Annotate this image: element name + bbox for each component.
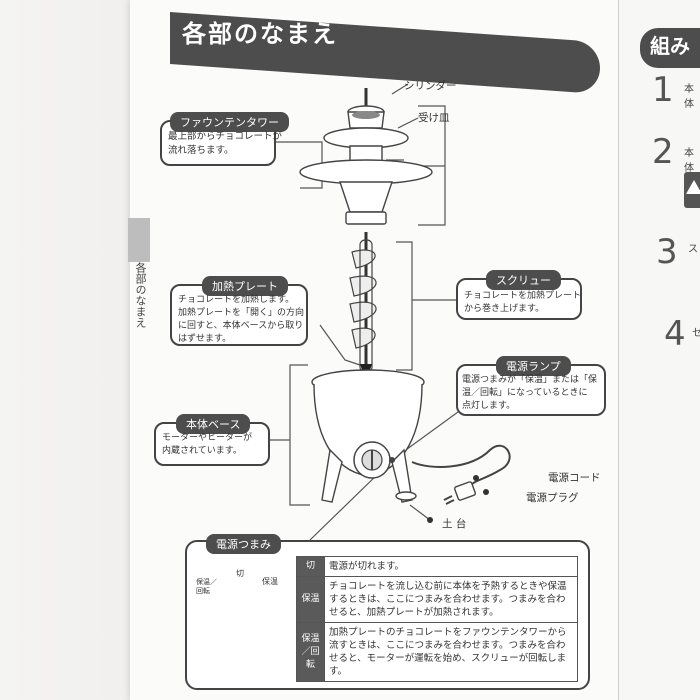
side-tab-marker: [128, 218, 150, 262]
tower-base: [345, 211, 387, 225]
leg-right: [391, 448, 413, 503]
knob-mark-warm-rotate: 保温／回転: [196, 578, 217, 595]
step-number: 4: [664, 314, 686, 354]
dot-marker: [473, 475, 479, 481]
table-row: 保温 チョコレートを流し込む前に本体を予熱するときや保温するときは、ここにつまみ…: [296, 576, 578, 623]
label-stand: 土 台: [442, 518, 467, 530]
leader-line: [396, 241, 413, 371]
leader-line: [319, 324, 361, 366]
table-desc: チョコレートを流し込む前に本体を予熱するときや保温するときは、ここにつまみを合わ…: [324, 576, 578, 623]
table-key: 保温／回転: [296, 622, 325, 682]
leader-line: [309, 471, 381, 541]
table-desc: 電源が切れます。: [324, 556, 578, 577]
dot-marker: [427, 517, 433, 523]
dot-marker: [483, 489, 489, 495]
table-row: 保温／回転 加熱プレートのチョコレートをファウンテンタワーから流すときは、ここに…: [296, 622, 578, 682]
page-title: 各部のなまえ: [182, 20, 338, 48]
step-text: セ: [692, 328, 700, 339]
table-key: 保温: [296, 576, 325, 623]
adjacent-page: [618, 0, 700, 700]
side-tab-label: 各部のなまえ: [134, 262, 147, 328]
callout-power-lamp: [456, 364, 606, 416]
step-text: 本体: [684, 84, 694, 110]
tier-bottom: [299, 159, 433, 185]
knob-mark-warm: 保温: [262, 577, 278, 586]
foot-right: [395, 491, 417, 501]
callout-label: 電源つまみ: [206, 534, 281, 554]
leader-line: [289, 364, 310, 506]
callout-text: モーターやヒーターが内蔵されています。: [162, 433, 253, 456]
label-power-cord: 電源コード: [548, 472, 601, 484]
power-lamp-indicator: [389, 457, 395, 463]
step-text: ス: [688, 244, 698, 255]
right-title-bar: [640, 28, 700, 68]
tier-shade: [352, 111, 380, 119]
table-key: 切: [296, 556, 325, 577]
callout-label: 本体ベース: [176, 414, 251, 434]
power-cord-line: [411, 444, 511, 491]
step-number: 3: [656, 232, 678, 272]
callout-label: 電源ランプ: [496, 356, 571, 376]
tier-middle: [323, 127, 409, 149]
plug-prong: [443, 495, 453, 501]
step-text: 本体: [684, 148, 694, 174]
background-left-page: [0, 0, 150, 700]
callout-text: 最上部からチョコレートが流れ落ちます。: [168, 131, 283, 156]
knob-mark-off: 切: [236, 569, 244, 578]
callout-label: ファウンテンタワー: [170, 112, 289, 132]
callout-text: 電源つまみが「保温」または「保温／回転」になっているときに 点灯します。: [462, 375, 598, 411]
label-power-plug: 電源プラグ: [526, 492, 579, 504]
callout-text: チョコレートを加熱プレートから巻き上げます。: [464, 291, 582, 314]
leader-line: [391, 83, 409, 95]
leg-left: [321, 448, 343, 503]
leader-line: [409, 504, 431, 521]
knob-settings-table: 切 電源が切れます。 保温 チョコレートを流し込む前に本体を予熱するときや保温す…: [296, 556, 578, 682]
warning-icon: [686, 180, 700, 194]
callout-text: チョコレートを加熱します。加熱プレートを「開く」の方向 に回すと、本体ベースから…: [178, 295, 305, 344]
label-cylinder: シリンダー: [404, 80, 457, 92]
step-number: 2: [652, 132, 674, 172]
callout-label: スクリュー: [486, 270, 561, 290]
power-plug-body: [454, 481, 476, 501]
label-receiver: 受け皿: [418, 112, 450, 124]
callout-label: 加熱プレート: [202, 276, 288, 296]
table-desc: 加熱プレートのチョコレートをファウンテンタワーから流すときは、ここにつまみを合わ…: [324, 622, 578, 682]
step-number: 1: [652, 70, 674, 110]
leader-line: [397, 117, 419, 129]
cylinder-low: [339, 181, 393, 213]
table-row: 切 電源が切れます。: [296, 556, 578, 577]
plug-prong: [445, 499, 455, 505]
right-page-title: 組み: [650, 34, 690, 58]
